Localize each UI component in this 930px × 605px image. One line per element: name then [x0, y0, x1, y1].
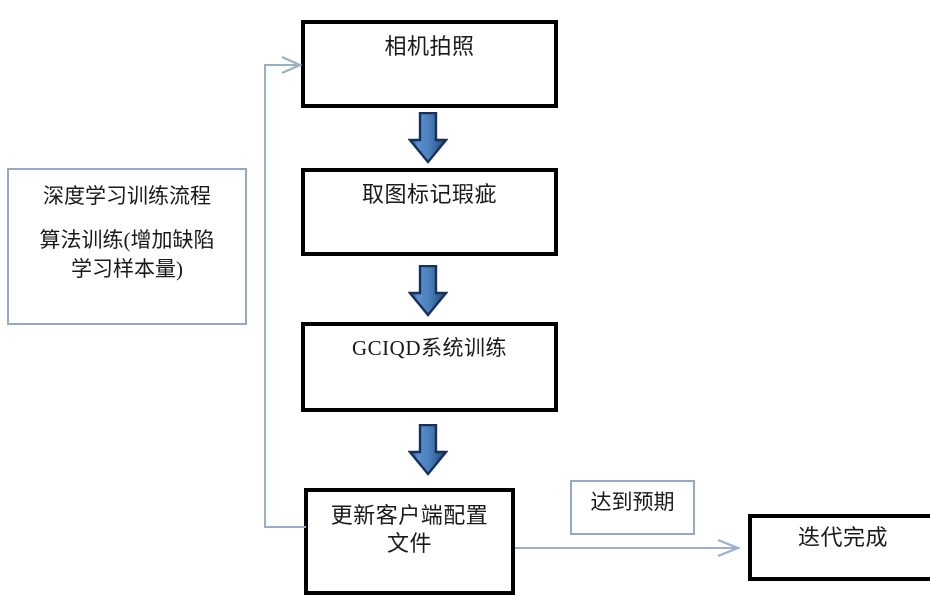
process-label-gciqd-system-training: GCIQD系统训练: [352, 336, 507, 360]
process-label-iteration-complete: 迭代完成: [797, 525, 888, 550]
process-box-camera-capture[interactable]: 相机拍照: [301, 20, 558, 108]
feedback-connector-bottom-segment: [264, 526, 306, 528]
success-connector-line: [515, 547, 737, 549]
down-arrow-icon-train-to-update: [407, 423, 449, 476]
process-box-gciqd-system-training[interactable]: GCIQD系统训练: [301, 322, 558, 412]
feedback-connector-vertical-segment: [264, 64, 266, 528]
process-label-update-client-config: 更新客户端配置 文件: [330, 503, 489, 557]
down-arrow-icon-mark-to-train: [407, 264, 449, 317]
process-box-update-client-config[interactable]: 更新客户端配置 文件: [304, 488, 515, 595]
condition-label-box-meets-expectation: 达到预期: [570, 480, 695, 535]
process-box-iteration-complete[interactable]: 迭代完成: [748, 514, 930, 581]
feedback-connector-top-segment: [264, 64, 298, 66]
note-line-process-title: 深度学习训练流程: [43, 184, 211, 208]
success-arrowhead-icon: [716, 538, 742, 565]
process-box-mark-defects[interactable]: 取图标记瑕疵: [301, 168, 558, 256]
down-arrow-icon-camera-to-mark: [407, 111, 449, 164]
note-line-algorithm-training: 算法训练(增加缺陷 学习样本量): [39, 228, 215, 281]
process-label-camera-capture: 相机拍照: [384, 34, 475, 59]
process-label-mark-defects: 取图标记瑕疵: [361, 182, 497, 207]
condition-label-text: 达到预期: [590, 490, 675, 514]
feedback-arrowhead-icon: [280, 55, 304, 82]
training-process-note-box: 深度学习训练流程 算法训练(增加缺陷 学习样本量): [7, 168, 247, 325]
